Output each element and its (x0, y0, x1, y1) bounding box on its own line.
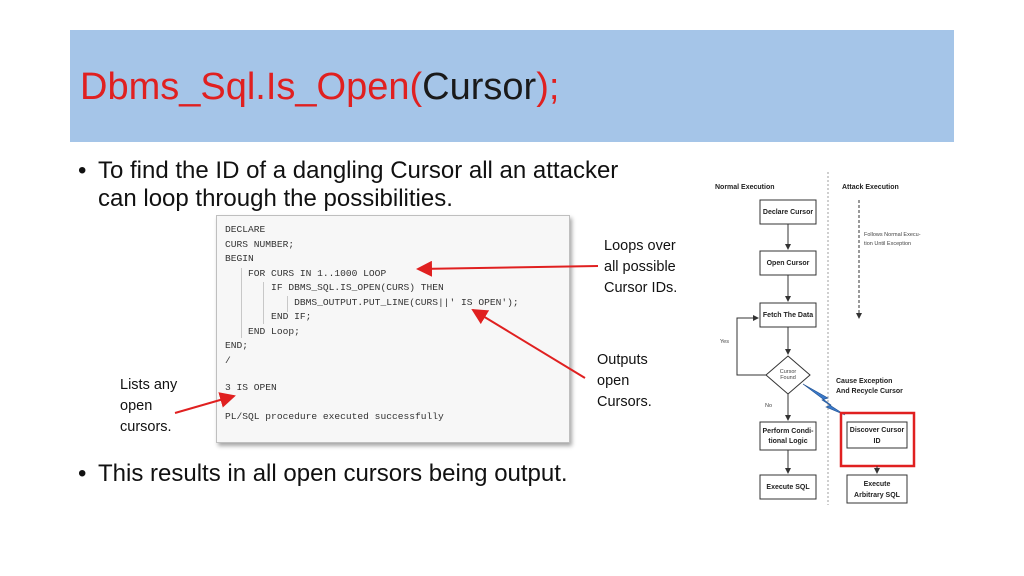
perform-label-2: tional Logic (768, 438, 807, 445)
cause-exception-label-2: And Recycle Cursor (836, 388, 903, 395)
code-line: CURS NUMBER; (225, 238, 295, 250)
open-cursor-label: Open Cursor (767, 260, 810, 267)
code-line: IF DBMS_SQL.IS_OPEN(CURS) THEN (225, 282, 444, 293)
yes-label: Yes (720, 339, 729, 345)
execute-sql-box (759, 474, 817, 500)
callout-outputs: Outputs open Cursors. (597, 352, 652, 410)
arbitrary-label-2: Arbitrary SQL (854, 492, 901, 499)
code-line: DBMS_OUTPUT.PUT_LINE(CURS||' IS OPEN'); (225, 296, 519, 308)
code-line: END IF; (225, 311, 312, 322)
code-line: END Loop; (225, 325, 300, 337)
open-cursor-box (759, 250, 817, 276)
follows-label-1: Follows Normal Execu- (864, 232, 921, 238)
code-line: PL/SQL procedure executed successfully (225, 411, 444, 422)
fetch-data-label: Fetch The Data (763, 312, 813, 319)
bullet-2: • This results in all open cursors being… (78, 460, 678, 490)
decision-label-2: Found (780, 375, 796, 381)
perform-logic-box (759, 421, 817, 451)
bullet-dot: • (78, 460, 87, 487)
indent-guide (241, 268, 242, 338)
indent-guide (263, 282, 264, 324)
title-bar: Dbms_Sql.Is_Open(Cursor); (70, 30, 954, 142)
arrow-outputs (471, 308, 586, 379)
follows-label-2: tion Until Exception (864, 241, 911, 247)
code-line: DECLARE (225, 224, 266, 235)
slide-title: Dbms_Sql.Is_Open(Cursor); (80, 64, 559, 110)
execute-sql-label: Execute SQL (766, 484, 810, 491)
discover-label-1: Discover Cursor (850, 427, 905, 434)
fetch-data-box (759, 302, 817, 328)
indent-guide (287, 296, 288, 312)
code-line: / (225, 354, 231, 366)
arrow-loops (416, 260, 599, 277)
decision-label-1: Cursor (780, 369, 797, 375)
discover-label-2: ID (874, 438, 881, 445)
bullet-dot: • (78, 157, 87, 184)
arbitrary-sql-box (846, 474, 908, 504)
title-function: Dbms_Sql.Is_Open( (80, 66, 423, 108)
bullet-1-line-1: To find the ID of a dangling Cursor all … (98, 157, 619, 184)
yes-loop (736, 315, 766, 376)
bullet-2-line-1: This results in all open cursors being o… (98, 460, 568, 487)
cause-exception-label-1: Cause Exception (836, 378, 892, 385)
bullet-1: • To find the ID of a dangling Cursor al… (78, 157, 698, 213)
title-close: ); (536, 66, 560, 108)
code-line: BEGIN (225, 253, 254, 264)
code-line: FOR CURS IN 1..1000 LOOP (225, 267, 387, 279)
normal-execution-header: Normal Execution (715, 184, 775, 191)
discover-cursor-box (846, 421, 908, 449)
code-line: 3 IS OPEN (225, 382, 277, 393)
code-line: END; (225, 340, 249, 351)
arrow-lists (174, 392, 236, 414)
perform-label-1: Perform Condi- (763, 428, 815, 435)
code-screenshot: DECLARE CURS NUMBER; BEGIN FOR CURS IN 1… (216, 215, 570, 443)
callout-loops: Loops over all possible Cursor IDs. (604, 238, 678, 296)
declare-cursor-label: Declare Cursor (763, 209, 813, 216)
arbitrary-label-1: Execute (864, 481, 891, 488)
title-param: Cursor (422, 66, 537, 108)
lightning-bolt-icon (802, 383, 846, 416)
bullet-1-line-2: can loop through the possibilities. (98, 185, 453, 212)
no-label: No (765, 403, 772, 409)
callout-lists: Lists any open cursors. (120, 377, 178, 435)
attack-execution-header: Attack Execution (842, 184, 899, 191)
